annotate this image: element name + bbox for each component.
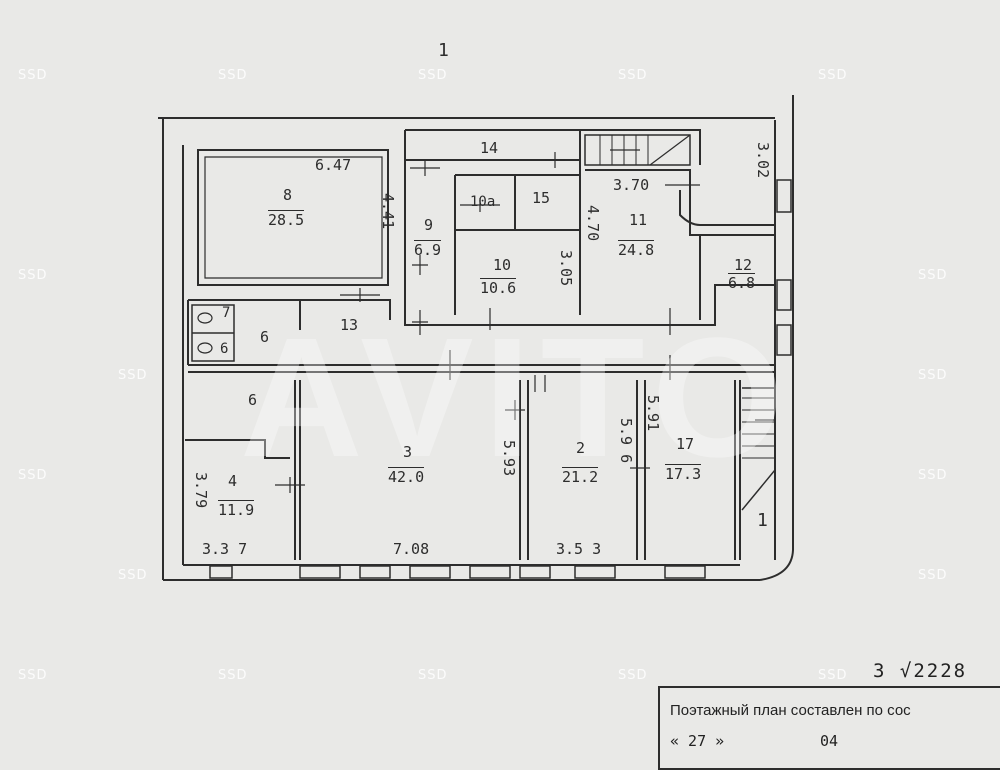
- room-10a-number: 10а: [470, 194, 496, 210]
- right-stairs: [741, 387, 776, 511]
- dim-353: 3.5 3: [556, 540, 602, 558]
- room-11-area: 24.8: [618, 240, 655, 259]
- ssd-watermark: SSD: [118, 568, 148, 583]
- stamp-date-month: 04: [820, 732, 839, 750]
- ssd-watermark: SSD: [418, 668, 448, 683]
- room-17-number: 17: [676, 435, 695, 453]
- ssd-watermark: SSD: [18, 68, 48, 83]
- room-4-number: 4: [228, 472, 238, 490]
- ssd-watermark: SSD: [18, 268, 48, 283]
- ssd-watermark: SSD: [618, 68, 648, 83]
- room-9-area: 6.9: [414, 240, 442, 259]
- room-2-number: 2: [576, 439, 586, 457]
- dim-470: 4.70: [584, 205, 602, 242]
- dim-593: 5.93: [500, 440, 518, 477]
- room-10-number: 10: [493, 256, 512, 274]
- ssd-watermark: SSD: [918, 468, 948, 483]
- right-outer-wall: [759, 95, 794, 581]
- room-8-number: 8: [283, 186, 293, 204]
- ssd-watermark: SSD: [18, 668, 48, 683]
- ssd-watermark: SSD: [118, 368, 148, 383]
- room-15-number: 15: [532, 189, 551, 207]
- dim-596: 5.9 6: [617, 418, 635, 464]
- upper-block-outline: [404, 130, 775, 326]
- ssd-watermark: SSD: [618, 668, 648, 683]
- room-8-area: 28.5: [268, 210, 305, 229]
- room-11-number: 11: [629, 211, 648, 229]
- sheet-number: 1: [438, 40, 449, 61]
- room-3-number: 3: [403, 443, 413, 461]
- stamp-date-day: « 27 »: [670, 732, 725, 750]
- room-2-area: 21.2: [562, 467, 599, 486]
- room-13-number: 13: [340, 316, 359, 334]
- dim-302: 3.02: [754, 142, 772, 179]
- ssd-watermark: SSD: [218, 668, 248, 683]
- room-10-area: 10.6: [480, 278, 517, 297]
- floor-plan: [158, 95, 794, 581]
- ssd-watermark: SSD: [818, 68, 848, 83]
- ssd-watermark: SSD: [418, 68, 448, 83]
- stamp-text: Поэтажный план составлен по сос: [670, 702, 911, 719]
- room-9-number: 9: [424, 216, 434, 234]
- room-6-hall-number: 6: [260, 328, 270, 346]
- room-12-number: 12: [734, 256, 753, 274]
- dim-591: 5.91: [644, 395, 662, 432]
- dim-305: 3.05: [557, 250, 575, 287]
- room-4-area: 11.9: [218, 500, 255, 519]
- ssd-watermark: SSD: [918, 268, 948, 283]
- dim-708: 7.08: [393, 540, 430, 558]
- ssd-watermark: SSD: [818, 668, 848, 683]
- dim-379: 3.79: [192, 472, 210, 509]
- dim-647: 6.47: [315, 156, 352, 174]
- room-17-area: 17.3: [665, 464, 702, 483]
- room-6-wc-number: 6: [220, 341, 229, 357]
- room-6-lower-number: 6: [248, 391, 258, 409]
- ssd-watermark: SSD: [18, 468, 48, 483]
- room-14-number: 14: [480, 139, 499, 157]
- stamp-box: Поэтажный план составлен по сос « 27 » 0…: [658, 686, 1000, 770]
- room-7-number: 7: [222, 305, 231, 321]
- dim-337: 3.3 7: [202, 540, 248, 558]
- room-12-area: 6.8: [728, 273, 756, 292]
- ssd-watermark: SSD: [918, 568, 948, 583]
- room-3-area: 42.0: [388, 467, 425, 486]
- ssd-watermark: SSD: [218, 68, 248, 83]
- dim-441: 4.41: [379, 193, 397, 230]
- room-1-number: 1: [757, 510, 768, 531]
- top-stairs: [584, 134, 691, 166]
- stamp-number: 3 √2228: [873, 660, 968, 682]
- room-8-box: [197, 149, 389, 286]
- dim-370: 3.70: [613, 176, 650, 194]
- ssd-watermark: SSD: [918, 368, 948, 383]
- avito-watermark: AVITO: [240, 303, 794, 493]
